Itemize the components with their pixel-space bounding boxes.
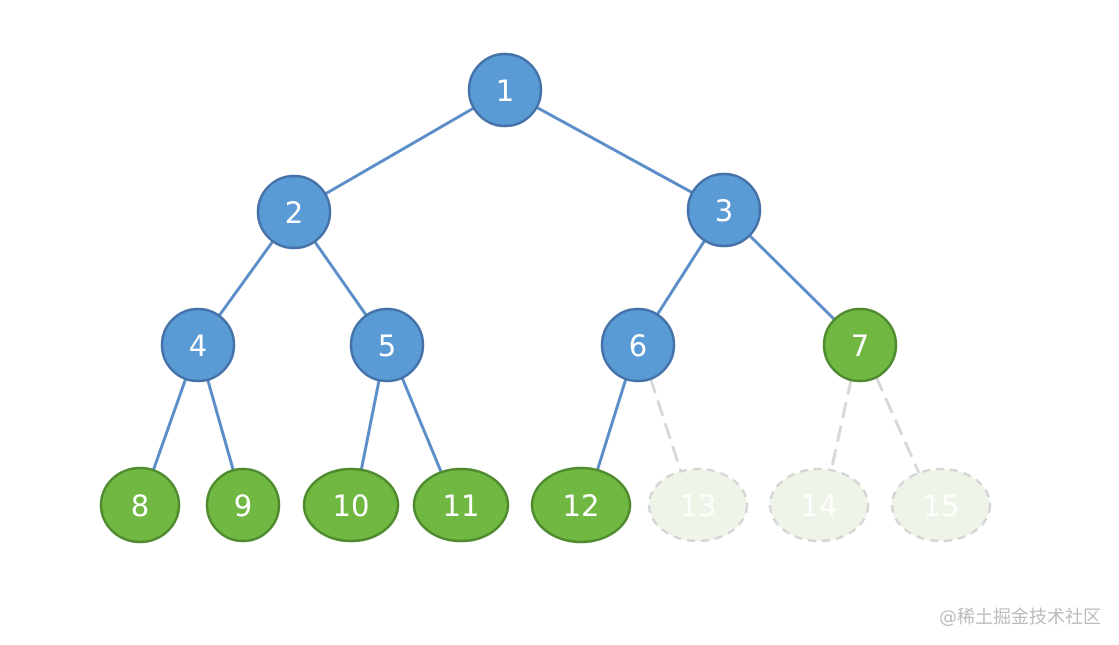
node-8-circle (99, 466, 181, 544)
tree-node-10: 10 (302, 467, 400, 543)
tree-node-1: 1 (467, 52, 543, 128)
node-1-label: 1 (496, 74, 514, 108)
edge-1-2 (323, 106, 476, 196)
node-5-label: 5 (378, 329, 396, 363)
edge-1-3 (535, 105, 694, 195)
node-7-label: 7 (851, 329, 869, 363)
tree-node-15: 15 (890, 467, 992, 543)
tree-node-9: 9 (205, 467, 281, 543)
node-2-circle (256, 174, 332, 250)
node-6-label: 6 (629, 329, 647, 363)
node-4-label: 4 (189, 329, 207, 363)
tree-node-5: 5 (349, 307, 425, 383)
edge-7-15 (874, 375, 921, 475)
node-3-circle (686, 172, 762, 248)
node-6-circle (600, 307, 676, 383)
edge-3-7 (748, 233, 836, 322)
edge-4-8 (151, 377, 188, 472)
node-9-circle (205, 467, 281, 543)
watermark-text: @稀土掘金技术社区 (939, 607, 1101, 628)
tree-edges (151, 105, 921, 475)
node-14-label: 14 (801, 489, 838, 523)
tree-node-12: 12 (530, 466, 632, 544)
edge-5-10 (359, 378, 381, 472)
node-15-label: 15 (923, 489, 960, 523)
tree-node-7: 7 (822, 307, 898, 383)
tree-node-6: 6 (600, 307, 676, 383)
edge-2-5 (313, 240, 368, 317)
node-12-circle (530, 466, 632, 544)
node-3-label: 3 (715, 194, 733, 228)
edge-6-13 (649, 377, 683, 473)
tree-node-2: 2 (256, 174, 332, 250)
edge-3-6 (655, 238, 707, 317)
node-2-label: 2 (285, 196, 303, 230)
tree-node-11: 11 (412, 467, 510, 543)
node-9-label: 9 (234, 489, 252, 523)
node-7-circle (822, 307, 898, 383)
edge-4-9 (206, 378, 235, 472)
node-15-circle (890, 467, 992, 543)
edge-5-11 (400, 376, 443, 474)
node-4-circle (160, 307, 236, 383)
node-13-label: 13 (680, 489, 717, 523)
node-10-circle (302, 467, 400, 543)
edge-6-12 (595, 377, 628, 472)
tree-node-13: 13 (647, 467, 749, 543)
edge-7-14 (829, 378, 853, 472)
edge-2-4 (217, 239, 275, 318)
node-11-circle (412, 467, 510, 543)
node-1-circle (467, 52, 543, 128)
tree-node-4: 4 (160, 307, 236, 383)
tree-node-8: 8 (99, 466, 181, 544)
node-10-label: 10 (333, 489, 370, 523)
node-11-label: 11 (443, 489, 480, 523)
tree-node-3: 3 (686, 172, 762, 248)
node-5-circle (349, 307, 425, 383)
tree-node-14: 14 (768, 467, 870, 543)
node-13-circle (647, 467, 749, 543)
node-8-label: 8 (131, 489, 149, 523)
node-12-label: 12 (563, 489, 600, 523)
node-14-circle (768, 467, 870, 543)
